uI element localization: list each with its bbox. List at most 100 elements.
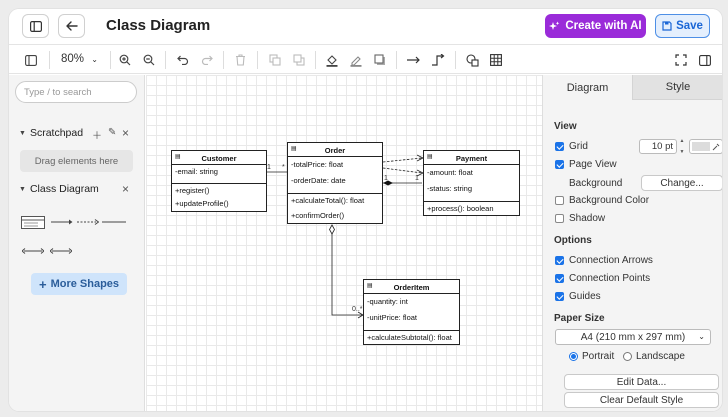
sidebar-icon	[29, 20, 42, 32]
double-arrow-icon[interactable]	[50, 248, 72, 254]
change-background-button[interactable]: Change...	[641, 175, 722, 191]
portrait-radio[interactable]: Portrait	[569, 351, 614, 362]
waypoints-button[interactable]	[430, 52, 446, 68]
more-shapes-button[interactable]: + More Shapes	[31, 273, 127, 295]
chevron-up-icon: ▲	[679, 138, 685, 144]
toolbar-divider	[257, 51, 258, 69]
undo-icon	[177, 55, 189, 65]
panel-right-icon	[699, 54, 711, 66]
close-icon[interactable]: ×	[122, 126, 130, 140]
class-diagram-header[interactable]: ▼ Class Diagram	[19, 183, 99, 195]
background-color-checkbox[interactable]: Background Color	[555, 195, 649, 206]
delete-button[interactable]	[232, 52, 248, 68]
scratchpad-drop-area[interactable]: Drag elements here	[20, 150, 133, 172]
elbow-connector-icon	[432, 54, 445, 66]
to-back-button[interactable]	[291, 52, 307, 68]
zoom-dropdown[interactable]: 80% ⌄	[61, 53, 98, 65]
class-payment[interactable]: ▤ Payment -amount: float -status: string…	[423, 150, 520, 216]
grid-size-input[interactable]: 10 pt	[639, 139, 677, 154]
zoom-out-button[interactable]	[141, 52, 157, 68]
paper-size-select[interactable]: A4 (210 mm x 297 mm) ⌄	[555, 329, 711, 345]
multiplicity-label: 0..*	[352, 306, 363, 313]
checkbox-checked	[555, 292, 564, 301]
landscape-radio[interactable]: Landscape	[623, 351, 685, 362]
tab-diagram[interactable]: Diagram	[543, 75, 633, 100]
tab-style[interactable]: Style	[633, 75, 722, 100]
shapes-sidebar: ▼ Scratchpad ＋ ✎ × Drag elements here ▼ …	[9, 75, 145, 411]
association-arrow-icon[interactable]	[51, 219, 73, 225]
grid-size-stepper[interactable]: ▲ ▼	[678, 138, 686, 155]
edit-pencil-icon[interactable]: ✎	[108, 127, 117, 138]
diagram-canvas[interactable]: 1 * 1 1 0..* ▤ Customer -email: string +…	[146, 75, 542, 411]
connection-arrows-checkbox[interactable]: Connection Arrows	[555, 255, 653, 266]
collapse-triangle-icon: ▼	[19, 129, 26, 137]
class-order[interactable]: ▤ Order -totalPrice: float -orderDate: d…	[287, 142, 383, 224]
close-icon[interactable]: ×	[122, 182, 130, 196]
connector-order-payment-dashed-2[interactable]	[382, 167, 423, 174]
class-name: OrderItem	[393, 283, 430, 292]
undo-button[interactable]	[175, 52, 191, 68]
toolbar-divider	[396, 51, 397, 69]
grid-checkbox[interactable]: Grid	[555, 141, 588, 152]
create-with-ai-button[interactable]: Create with AI	[545, 14, 646, 38]
grid-color-picker[interactable]	[689, 139, 722, 154]
class-name: Order	[324, 146, 346, 155]
class-shape-icon[interactable]	[21, 216, 45, 229]
scratchpad-header[interactable]: ▼ Scratchpad	[19, 127, 83, 139]
insert-table-button[interactable]	[488, 52, 504, 68]
class-orderitem[interactable]: ▤ OrderItem -quantity: int -unitPrice: f…	[363, 279, 460, 345]
checkbox-checked	[555, 274, 564, 283]
class-customer[interactable]: ▤ Customer -email: string +register() +u…	[171, 150, 267, 212]
clear-default-style-button[interactable]: Clear Default Style	[564, 392, 719, 408]
class-operation: +calculateTotal(): float	[288, 193, 382, 207]
page-view-checkbox[interactable]: Page View	[555, 159, 617, 170]
class-glyph-icon: ▤	[367, 283, 373, 289]
class-header: ▤ Payment	[424, 151, 519, 165]
edit-data-button[interactable]: Edit Data...	[564, 374, 719, 390]
shadow-checkbox[interactable]: Shadow	[555, 213, 605, 224]
options-heading: Options	[554, 235, 592, 246]
insert-shape-button[interactable]	[464, 52, 480, 68]
aggregation-diamond-icon	[329, 224, 335, 235]
toolbar-divider	[455, 51, 456, 69]
zoom-out-icon	[143, 54, 155, 66]
bidirectional-arrow-icon[interactable]	[22, 248, 44, 254]
save-icon	[662, 21, 672, 31]
save-button[interactable]: Save	[655, 14, 710, 38]
class-operation: +calculateSubtotal(): float	[364, 330, 459, 344]
fill-color-button[interactable]	[324, 52, 340, 68]
class-attribute: -email: string	[175, 167, 218, 176]
connection-points-checkbox[interactable]: Connection Points	[555, 273, 650, 284]
connection-style-button[interactable]	[406, 52, 422, 68]
shadow-button[interactable]	[372, 52, 388, 68]
zoom-in-button[interactable]	[117, 52, 133, 68]
connector-order-orderitem[interactable]	[331, 225, 363, 316]
create-with-ai-label: Create with AI	[565, 20, 642, 32]
class-attribute: -unitPrice: float	[367, 313, 418, 322]
arrow-left-icon	[65, 21, 78, 31]
arrow-right-icon	[407, 56, 420, 64]
fullscreen-button[interactable]	[673, 52, 689, 68]
toggle-sidebar-button[interactable]	[22, 14, 49, 38]
line-color-button[interactable]	[348, 52, 364, 68]
toggle-format-panel-button[interactable]	[697, 52, 713, 68]
add-icon[interactable]: ＋	[92, 131, 102, 142]
class-name: Customer	[201, 154, 237, 163]
to-front-button[interactable]	[267, 52, 283, 68]
format-panel-toggle[interactable]	[23, 52, 39, 68]
toolbar-divider	[49, 51, 50, 69]
paper-size-value: A4 (210 mm x 297 mm)	[580, 331, 686, 343]
connection-points-label: Connection Points	[569, 273, 651, 284]
shape-search-input[interactable]	[15, 81, 137, 103]
toolbar-divider	[165, 51, 166, 69]
connector-order-payment-dashed[interactable]	[382, 157, 423, 163]
redo-button[interactable]	[199, 52, 215, 68]
dependency-arrow-icon[interactable]	[77, 219, 99, 225]
guides-checkbox[interactable]: Guides	[555, 291, 601, 302]
page-view-label: Page View	[569, 159, 617, 170]
toolbar-divider	[315, 51, 316, 69]
paint-bucket-icon	[326, 54, 338, 67]
line-icon[interactable]	[102, 219, 126, 225]
save-label: Save	[676, 20, 703, 32]
back-button[interactable]	[58, 14, 85, 38]
